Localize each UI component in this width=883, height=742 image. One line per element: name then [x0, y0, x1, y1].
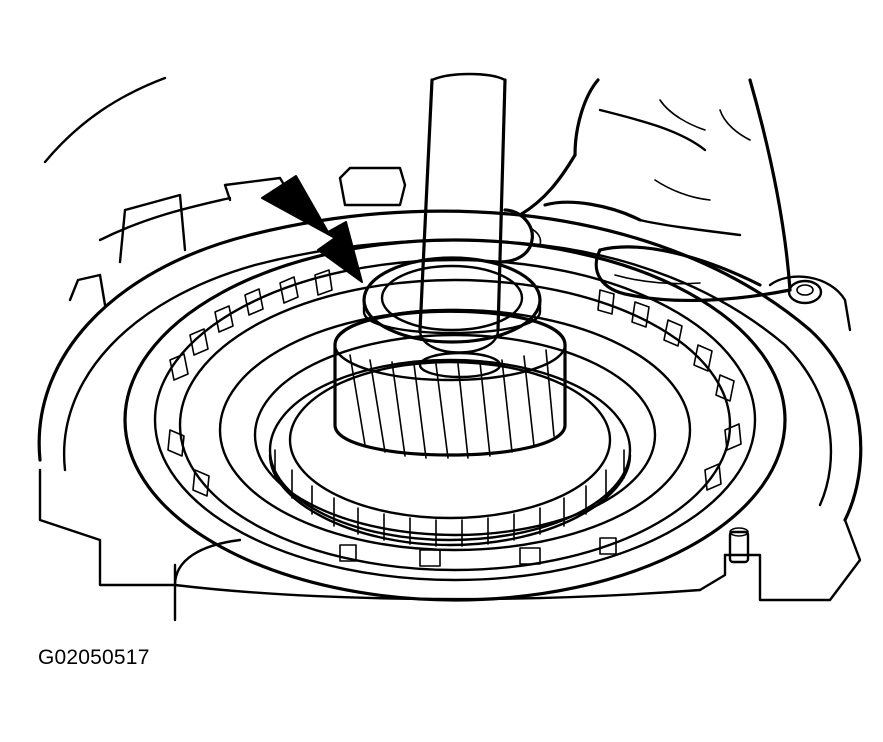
figure-id-label: G02050517: [38, 646, 150, 669]
spline-hub: [268, 358, 632, 547]
callout-arrow: [261, 175, 363, 283]
transmission-case: [37, 76, 863, 622]
installation-tool: [418, 72, 507, 379]
hand: [498, 78, 792, 303]
clutch-housing: [123, 238, 787, 602]
planetary-gear: [333, 308, 567, 459]
thrust-washer: [362, 256, 542, 344]
clutch-plates: [167, 269, 742, 567]
